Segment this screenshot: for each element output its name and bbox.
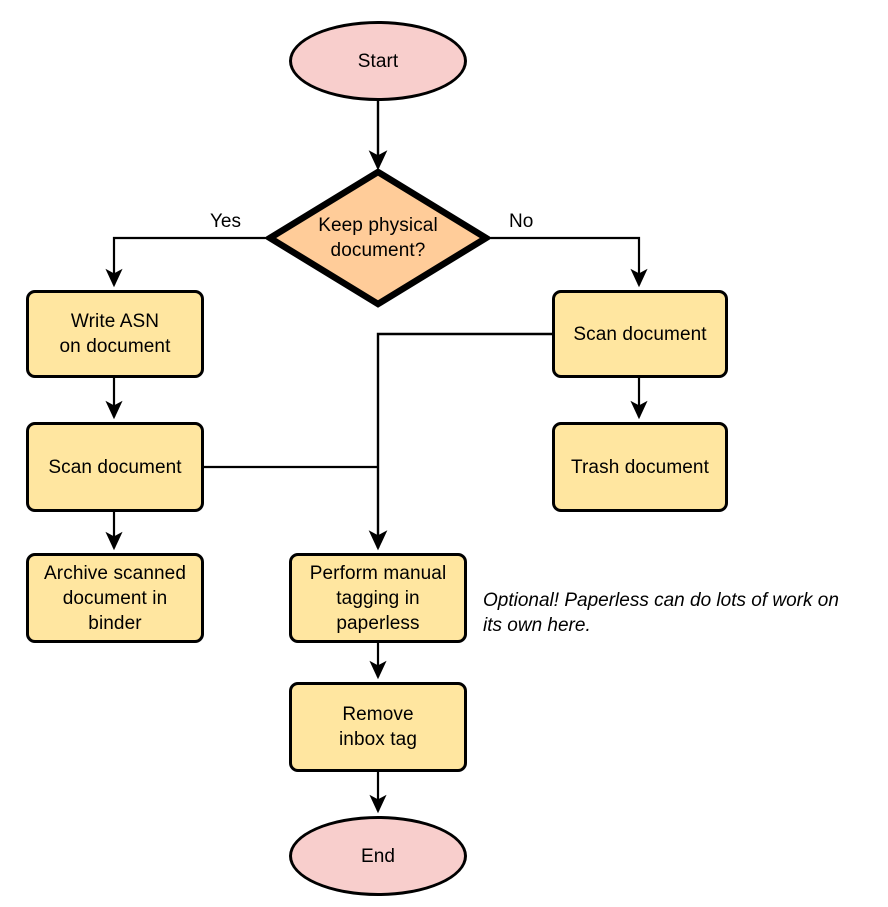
node-scan-document-right[interactable]: Scan document [552,290,728,378]
node-archive-label-line2: document in [62,587,168,609]
edge-decision-yes-to-write-asn [105,236,268,288]
node-scan-document-left-label: Scan document [48,456,182,478]
node-archive-label: Archive scanned document in binder [44,561,186,636]
node-remove-inbox-label-line1: Remove [342,704,414,725]
node-tagging-label: Perform manual tagging in paperless [310,561,447,636]
node-decision-label-line1: Keep physical [318,215,438,236]
node-archive-scanned-document[interactable]: Archive scanned document in binder [26,553,204,643]
node-write-asn-label-line1: Write ASN [70,311,160,332]
node-remove-inbox-label: Remove inbox tag [339,702,417,752]
node-remove-inbox-label-line2: inbox tag [338,729,417,750]
node-archive-label-line1: Archive scanned [44,562,186,584]
node-trash-document-label: Trash document [571,456,709,478]
diamond-shape [266,168,490,308]
node-scan-document-left[interactable]: Scan document [26,422,204,512]
annotation-optional-note: Optional! Paperless can do lots of work … [483,588,883,638]
node-scan-document-right-label: Scan document [573,323,707,345]
node-write-asn-label-line2: on document [59,336,171,357]
node-end-label: End [360,845,396,867]
node-remove-inbox-tag[interactable]: Remove inbox tag [289,682,467,772]
node-tagging-label-line1: Perform manual [309,562,447,584]
annotation-line2: its own here. [483,615,591,636]
node-tagging-label-line2: tagging in [336,587,420,609]
node-start[interactable]: Start [289,21,467,101]
node-start-label: Start [357,50,399,72]
edge-label-no: No [509,211,534,232]
node-decision-keep-physical-document[interactable]: Keep physical document? [266,168,490,308]
edge-scan-right-to-tagging [368,332,552,551]
node-trash-document[interactable]: Trash document [552,422,728,512]
node-decision-label-line2: document? [330,240,426,261]
edge-label-yes: Yes [210,211,241,232]
edge-decision-no-to-scan-right [488,236,648,288]
node-tagging-label-line3: paperless [336,612,420,634]
node-perform-manual-tagging[interactable]: Perform manual tagging in paperless [289,553,467,643]
node-write-asn-on-document[interactable]: Write ASN on document [26,290,204,378]
node-end[interactable]: End [289,816,467,896]
node-decision-label: Keep physical document? [304,213,452,263]
node-write-asn-label: Write ASN on document [60,309,171,359]
node-archive-label-line3: binder [88,612,142,634]
annotation-line1: Optional! Paperless can do lots of work … [483,590,839,611]
